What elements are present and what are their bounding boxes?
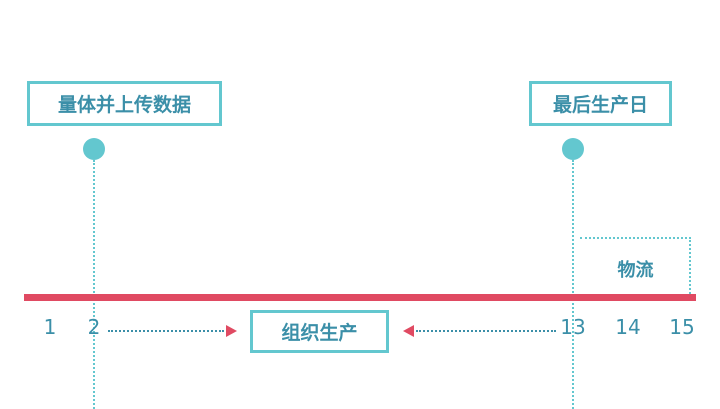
tick-label: 15 [669,315,695,339]
arrow-left-icon [403,325,414,337]
arrow-right-icon [226,325,237,337]
logistics-bracket [580,237,691,294]
tick-label: 13 [560,315,586,339]
organize-production-label: 组织生产 [281,322,358,344]
tick-label: 2 [87,315,101,339]
production-span-right-line [416,330,556,332]
tick-label: 1 [43,315,57,339]
organize-production-label-box: 组织生产 [250,310,389,353]
production-span-left-line [108,330,224,332]
tick-label: 14 [615,315,641,339]
last-production-day-label-box: 最后生产日 [529,81,672,126]
day-13-guide-line [572,160,574,409]
day-13-marker-dot [562,138,584,160]
upload-data-label-box: 量体并上传数据 [27,81,222,126]
logistics-label: 物流 [617,260,654,281]
timeline-bar [24,294,696,301]
last-production-day-label: 最后生产日 [552,94,648,116]
upload-data-label: 量体并上传数据 [57,94,191,116]
day-2-marker-dot [83,138,105,160]
day-2-guide-line [93,160,95,409]
